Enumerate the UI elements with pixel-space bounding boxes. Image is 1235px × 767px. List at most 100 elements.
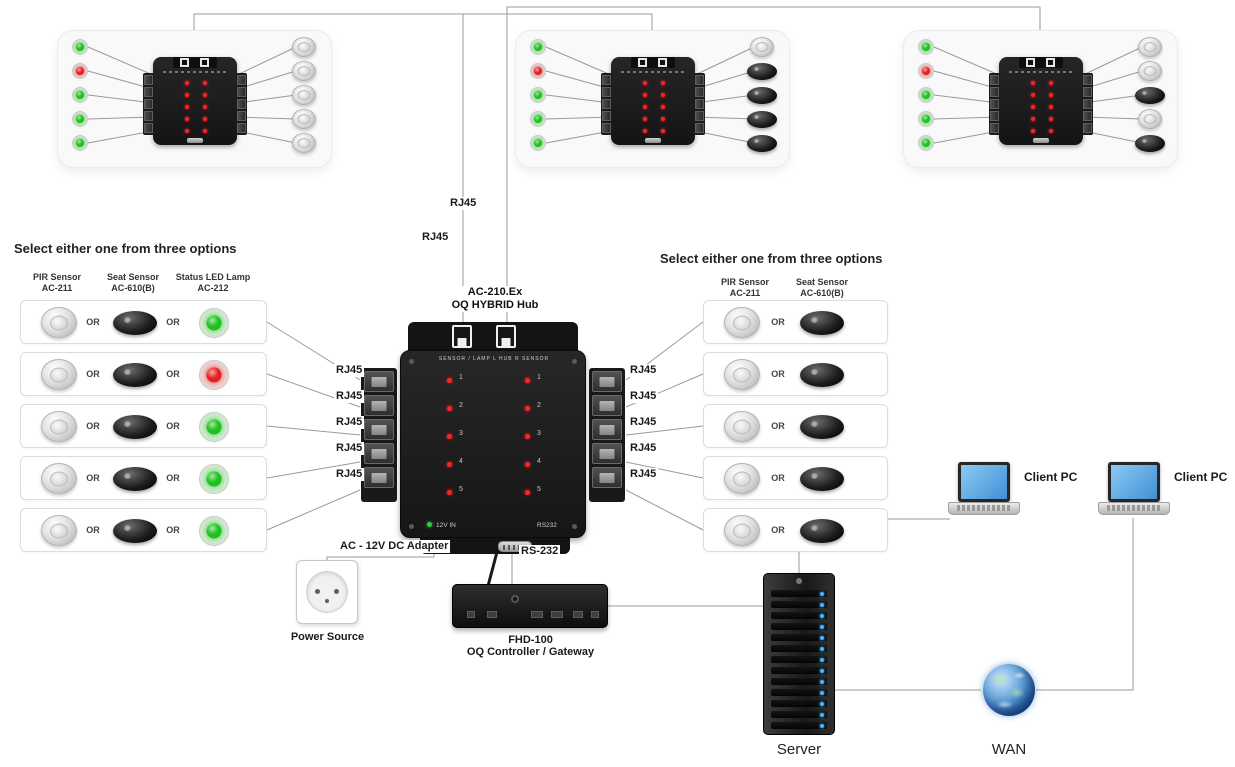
outlet-hole — [315, 589, 320, 594]
seat-sensor-icon — [113, 415, 157, 439]
cluster-wires — [545, 46, 755, 144]
seat-sensor-icon — [747, 135, 777, 152]
client-pc-label-1: Client PC — [1024, 470, 1078, 484]
channel-number: 3 — [537, 430, 541, 437]
hub-label: AC-210.Ex OQ HYBRID Hub — [424, 286, 566, 312]
led-indicator — [203, 117, 207, 121]
led-indicator — [447, 406, 452, 411]
seat-sensor-icon — [1135, 135, 1165, 152]
rj45-port-icon — [658, 58, 667, 67]
terminal-block — [237, 123, 246, 133]
terminal-strip-left — [143, 73, 154, 135]
led-indicator — [1049, 117, 1053, 121]
terminal-block — [602, 87, 611, 97]
seat-sensor-icon — [113, 467, 157, 491]
terminal-block — [695, 99, 704, 109]
led-indicator — [1031, 105, 1035, 109]
terminal-block — [990, 123, 999, 133]
rj45-port-icon — [200, 58, 209, 67]
option-row: OR — [703, 456, 888, 500]
led-indicator — [185, 81, 189, 85]
hub-cluster-1 — [57, 30, 332, 168]
rj45-port-icon — [452, 325, 472, 348]
terminal-block — [1083, 111, 1092, 121]
option-row: OR — [703, 404, 888, 448]
rj45-label: RJ45 — [334, 416, 365, 429]
outlet-icon — [306, 571, 348, 613]
terminal-block — [144, 87, 153, 97]
led-indicator — [643, 129, 647, 133]
terminal-strip-left — [601, 73, 612, 135]
column-model: AC-212 — [197, 283, 229, 293]
terminal-block — [1083, 123, 1092, 133]
rj45-port-icon — [180, 58, 189, 67]
rj45-jack — [592, 419, 622, 440]
server-drive-bay — [771, 612, 827, 619]
server-drive-bay — [771, 678, 827, 685]
pir-sensor-icon — [41, 463, 77, 494]
terminal-block — [144, 111, 153, 121]
column-name: PIR Sensor — [32, 272, 81, 282]
option-row: OR — [703, 508, 888, 552]
pir-sensor-icon — [750, 37, 774, 57]
pir-sensor-icon — [724, 411, 760, 442]
led-indicator — [447, 434, 452, 439]
channel-number: 3 — [459, 430, 463, 437]
led-indicator — [661, 93, 665, 97]
or-label: OR — [86, 421, 100, 431]
led-indicator — [1049, 129, 1053, 133]
client-pc-1 — [948, 462, 1020, 518]
or-label: OR — [771, 369, 785, 379]
laptop-keyboard — [1107, 505, 1161, 511]
controller-device — [452, 584, 608, 628]
hub-name: OQ HYBRID Hub — [451, 299, 539, 311]
rj45-jack — [592, 443, 622, 464]
column-name: Seat Sensor — [106, 272, 160, 282]
or-label: OR — [86, 525, 100, 535]
led-indicator — [525, 434, 530, 439]
terminal-block — [695, 75, 704, 85]
terminal-block — [144, 75, 153, 85]
pir-sensor-icon — [41, 307, 77, 338]
server-drive-bay — [771, 689, 827, 696]
power-source-label: Power Source — [290, 631, 365, 643]
screw-icon — [409, 524, 414, 529]
led-indicator — [525, 462, 530, 467]
server-drive-bay — [771, 634, 827, 641]
hub-power-text: 12V IN — [436, 522, 456, 529]
column-name: PIR Sensor — [720, 277, 769, 287]
rj45-ports-bar — [631, 57, 675, 68]
or-label: OR — [86, 473, 100, 483]
controller-name: OQ Controller / Gateway — [466, 646, 595, 658]
led-indicator — [643, 117, 647, 121]
led-indicator — [661, 105, 665, 109]
status-led-icon — [530, 63, 546, 79]
laptop-base — [948, 502, 1020, 515]
laptop-display — [961, 465, 1007, 499]
led-indicator — [203, 129, 207, 133]
panel-markings — [163, 71, 227, 73]
rj45-ports-bar — [173, 57, 217, 68]
led-indicator — [661, 81, 665, 85]
channel-number: 2 — [459, 402, 463, 409]
terminal-block — [237, 87, 246, 97]
terminal-block — [695, 123, 704, 133]
left-panel-title: Select either one from three options — [14, 241, 237, 256]
or-label: OR — [166, 421, 180, 431]
rj45-label: RJ45 — [628, 416, 659, 429]
pir-sensor-icon — [1138, 109, 1162, 129]
status-led-icon — [530, 87, 546, 103]
column-header-pir-right: PIR Sensor AC-211 — [710, 277, 780, 299]
rj45-label: RJ45 — [628, 468, 659, 481]
led-indicator — [447, 490, 452, 495]
rs232-label: RS-232 — [519, 545, 561, 558]
hub-cluster-3 — [903, 30, 1178, 168]
io-port — [551, 611, 563, 618]
